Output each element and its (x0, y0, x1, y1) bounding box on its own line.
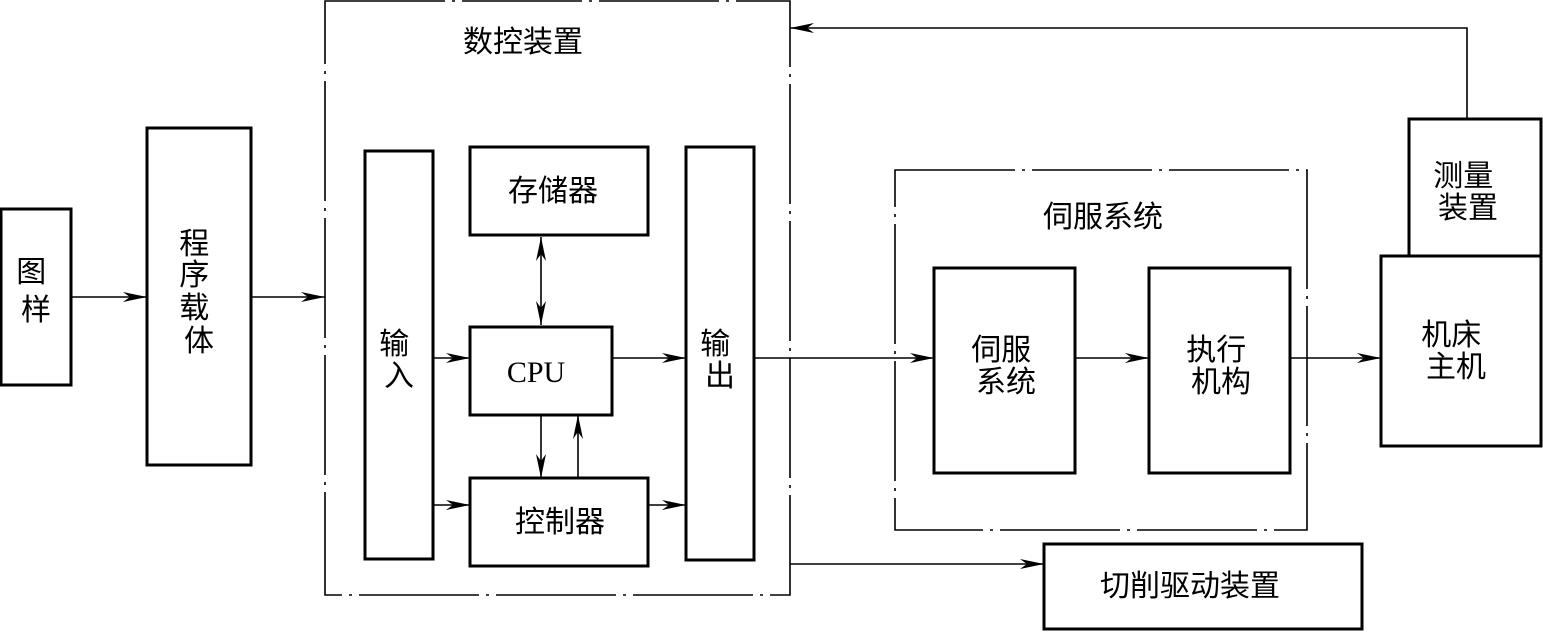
machine-tool-box (1379, 254, 1543, 448)
nc-device-frame (324, 0, 791, 596)
actuator-label: 执行 机构 (1186, 333, 1256, 400)
cpu-label: CPU (507, 356, 566, 389)
measuring-device-box (1407, 117, 1543, 258)
servo-system-frame (894, 169, 1308, 531)
measuring-device-label: 测量 装置 (1433, 159, 1503, 226)
servo-unit-box (932, 266, 1077, 475)
machine-tool-label: 机床 主机 (1421, 318, 1491, 385)
drawing-label: 图 样 (16, 255, 56, 328)
cutting-drive-label: 切削驱动装置 (1100, 569, 1280, 604)
servo-system-title: 伺服系统 (1043, 200, 1163, 235)
cpu-box (468, 325, 614, 417)
output-label: 输 出 (700, 327, 740, 394)
actuator-box (1147, 266, 1292, 475)
controller-label: 控制器 (515, 505, 605, 540)
output-box (684, 145, 756, 562)
arrow-feedback-to-nc (790, 23, 1468, 119)
input-box (363, 149, 435, 561)
program-carrier-label: 程 序 载 体 (179, 227, 219, 359)
memory-box (468, 145, 650, 237)
memory-label: 存储器 (508, 174, 598, 209)
controller-box (468, 476, 650, 568)
input-label: 输 入 (379, 327, 419, 394)
nc-device-title: 数控装置 (463, 25, 583, 60)
cutting-drive-box (1042, 542, 1364, 631)
drawing-box (0, 207, 73, 387)
servo-unit-label: 伺服 系统 (971, 333, 1041, 400)
